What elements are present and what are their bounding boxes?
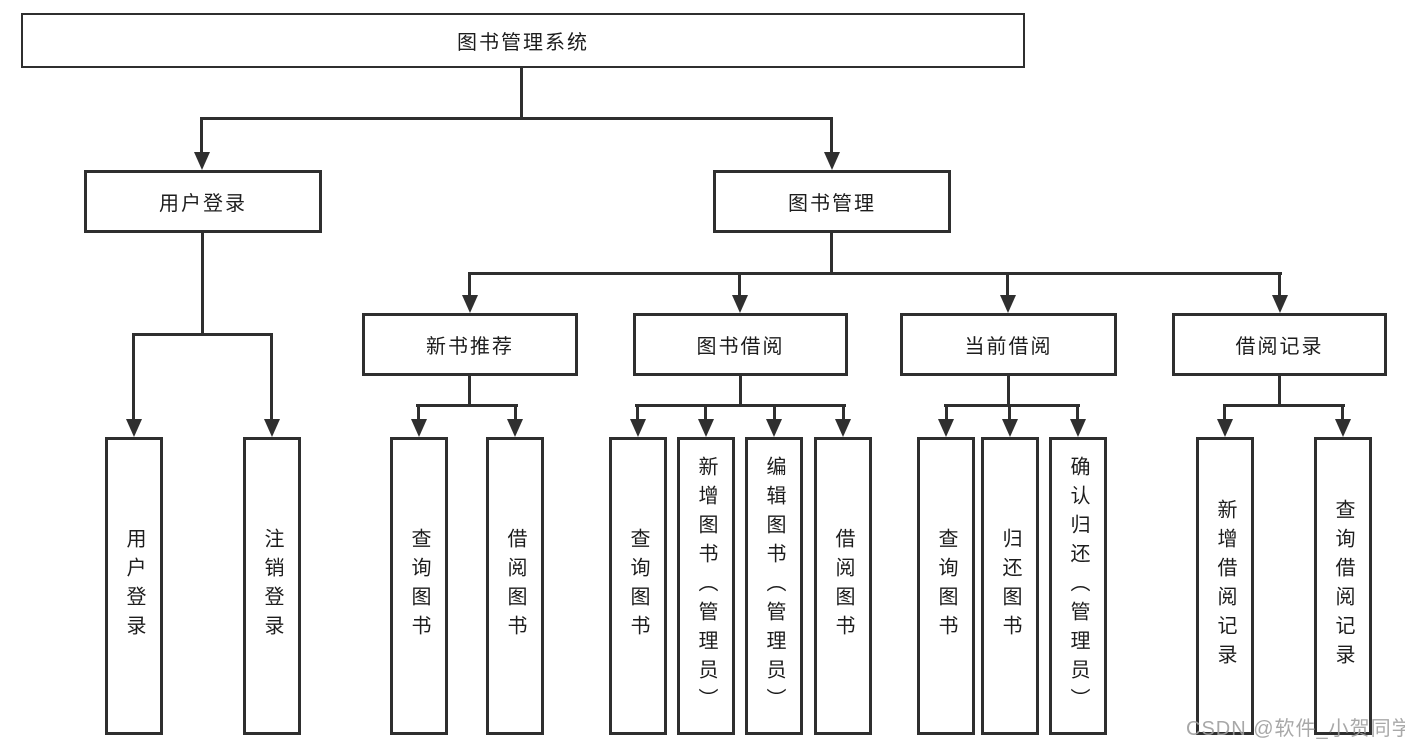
connector-to-rec-query — [417, 404, 420, 421]
leaf-logout-label: 注销登录 — [261, 528, 283, 644]
leaf-user-login-label: 用户登录 — [123, 528, 145, 644]
leaf-records-query-record: 查询借阅记录 — [1314, 437, 1372, 735]
arrow-into-book-management-icon — [824, 152, 840, 170]
arrow-into-cur-query-icon — [938, 419, 954, 437]
arrow-into-bor-query-icon — [630, 419, 646, 437]
leaf-recommend-borrow-books: 借阅图书 — [486, 437, 544, 735]
connector-borrowing-stem — [739, 376, 742, 407]
leaf-recommend-query-books: 查询图书 — [390, 437, 448, 735]
node-new-book-recommendation: 新书推荐 — [362, 313, 578, 376]
arrow-into-cur-confirm-icon — [1070, 419, 1086, 437]
leaf-records-add-record-label: 新增借阅记录 — [1214, 499, 1236, 673]
arrow-into-user-login-icon — [194, 152, 210, 170]
leaf-current-query-books-label: 查询图书 — [935, 528, 957, 644]
arrow-into-recommendation-icon — [462, 295, 478, 313]
arrow-into-bor-edit-icon — [766, 419, 782, 437]
connector-book-management-stem — [830, 233, 833, 275]
arrow-into-rec-query-icon — [411, 419, 427, 437]
leaf-current-return-books-label: 归还图书 — [999, 528, 1021, 644]
connector-to-cur-confirm — [1076, 404, 1079, 421]
leaf-borrowing-add-books-admin: 新增图书（管理员） — [677, 437, 735, 735]
connector-to-recommendation — [468, 272, 471, 297]
leaf-borrowing-edit-books-admin-label: 编辑图书（管理员） — [763, 455, 785, 717]
leaf-current-confirm-return-admin-label: 确认归还（管理员） — [1067, 455, 1089, 717]
leaf-current-query-books: 查询图书 — [917, 437, 975, 735]
connector-borrowing-rail — [635, 404, 846, 407]
arrow-into-record-add-icon — [1217, 419, 1233, 437]
arrow-into-current-borrowing-icon — [1000, 295, 1016, 313]
connector-to-bor-borrow — [842, 404, 845, 421]
connector-records-rail — [1223, 404, 1345, 407]
connector-to-leaf-logout — [270, 333, 273, 421]
node-library-management-system: 图书管理系统 — [21, 13, 1025, 68]
leaf-current-confirm-return-admin: 确认归还（管理员） — [1049, 437, 1107, 735]
arrow-into-borrowing-icon — [732, 295, 748, 313]
connector-to-record-add — [1223, 404, 1226, 421]
connector-to-current-borrowing — [1006, 272, 1009, 297]
leaf-records-query-record-label: 查询借阅记录 — [1332, 499, 1354, 673]
connector-current-rail — [944, 404, 1080, 407]
connector-level2-rail — [201, 117, 833, 120]
node-current-borrowing: 当前借阅 — [900, 313, 1117, 376]
connector-user-login-rail — [132, 333, 273, 336]
connector-records-stem — [1278, 376, 1281, 407]
arrow-into-bor-borrow-icon — [835, 419, 851, 437]
connector-to-borrowing — [738, 272, 741, 297]
connector-to-cur-return — [1008, 404, 1011, 421]
connector-to-leaf-login — [132, 333, 135, 421]
connector-to-cur-query — [945, 404, 948, 421]
connector-recommendation-stem — [468, 376, 471, 407]
node-user-login: 用户登录 — [84, 170, 322, 233]
node-book-management: 图书管理 — [713, 170, 951, 233]
leaf-borrowing-query-books-label: 查询图书 — [627, 528, 649, 644]
connector-recommendation-rail — [416, 404, 518, 407]
arrow-into-rec-borrow-icon — [507, 419, 523, 437]
connector-root-stem — [520, 68, 523, 118]
connector-current-stem — [1007, 376, 1010, 407]
arrow-into-record-query-icon — [1335, 419, 1351, 437]
node-book-borrowing: 图书借阅 — [633, 313, 848, 376]
connector-to-bor-query — [636, 404, 639, 421]
leaf-borrowing-query-books: 查询图书 — [609, 437, 667, 735]
leaf-borrowing-edit-books-admin: 编辑图书（管理员） — [745, 437, 803, 735]
connector-to-book-management — [830, 117, 833, 154]
leaf-borrowing-add-books-admin-label: 新增图书（管理员） — [695, 455, 717, 717]
node-borrowing-records: 借阅记录 — [1172, 313, 1387, 376]
connector-to-rec-borrow — [514, 404, 517, 421]
connector-level3-rail — [468, 272, 1282, 275]
leaf-user-login: 用户登录 — [105, 437, 163, 735]
leaf-borrowing-borrow-books-label: 借阅图书 — [832, 528, 854, 644]
leaf-current-return-books: 归还图书 — [981, 437, 1039, 735]
leaf-borrowing-borrow-books: 借阅图书 — [814, 437, 872, 735]
arrow-into-leaf-login-icon — [126, 419, 142, 437]
arrow-into-borrowing-records-icon — [1272, 295, 1288, 313]
connector-to-record-query — [1341, 404, 1344, 421]
leaf-logout: 注销登录 — [243, 437, 301, 735]
csdn-watermark: CSDN @软件_小贺同学 — [1186, 718, 1405, 740]
arrow-into-cur-return-icon — [1002, 419, 1018, 437]
connector-to-user-login — [200, 117, 203, 154]
leaf-recommend-borrow-books-label: 借阅图书 — [504, 528, 526, 644]
connector-to-borrowing-records — [1278, 272, 1281, 297]
arrow-into-bor-add-icon — [698, 419, 714, 437]
connector-to-bor-edit — [773, 404, 776, 421]
connector-user-login-stem — [201, 233, 204, 336]
arrow-into-leaf-logout-icon — [264, 419, 280, 437]
connector-to-bor-add — [704, 404, 707, 421]
leaf-records-add-record: 新增借阅记录 — [1196, 437, 1254, 735]
leaf-recommend-query-books-label: 查询图书 — [408, 528, 430, 644]
